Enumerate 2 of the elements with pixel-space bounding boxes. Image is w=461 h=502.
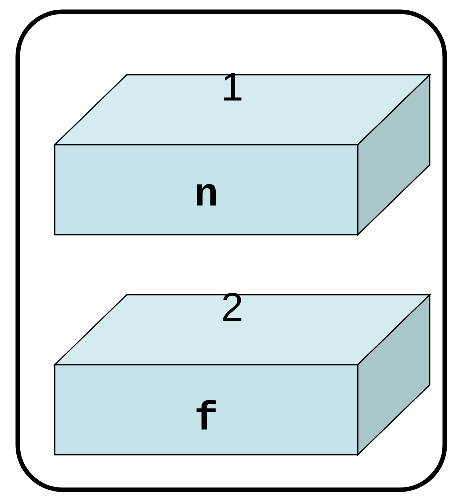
rounded-frame (16, 10, 448, 492)
node-label: 1 (224, 73, 242, 101)
